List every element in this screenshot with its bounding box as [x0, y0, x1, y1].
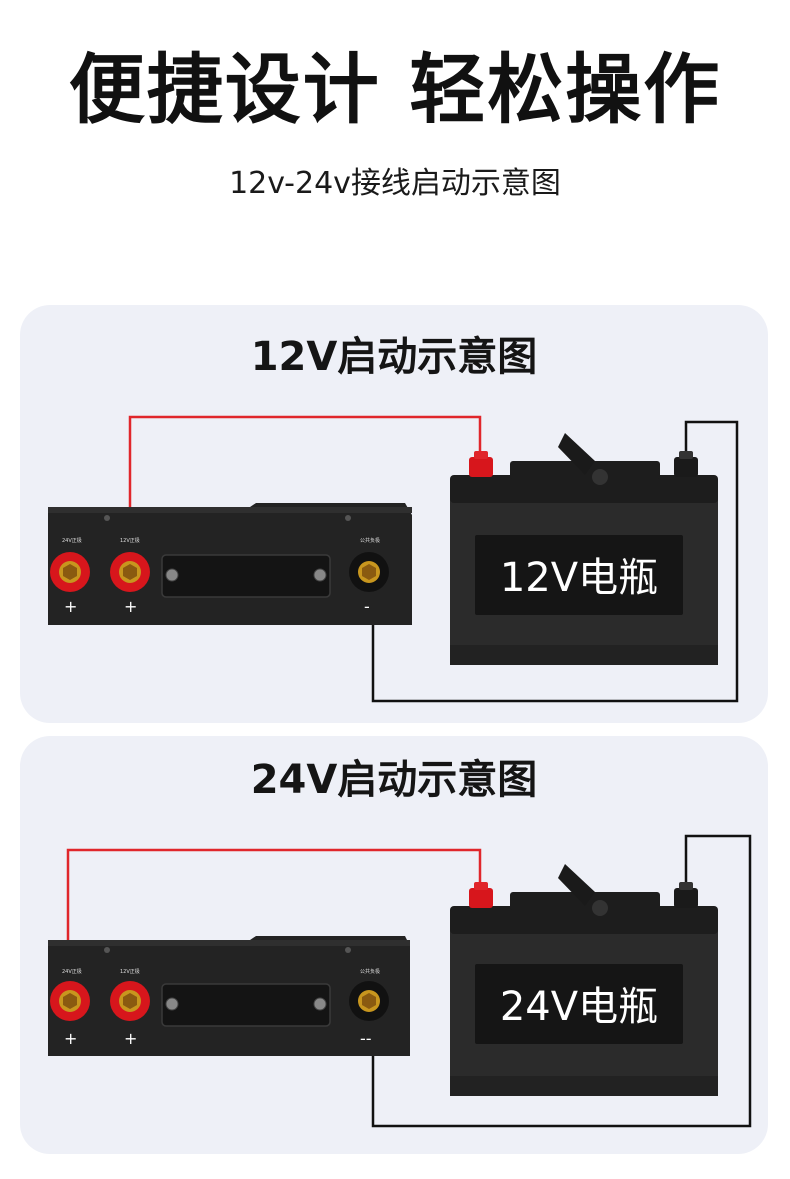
page-subtitle: 12v-24v接线启动示意图	[229, 166, 561, 201]
sign-common: -	[364, 597, 370, 616]
battery-label: 12V电瓶	[500, 555, 658, 601]
terminal-12v	[110, 981, 150, 1021]
terminal-common-label: 公共负极	[360, 968, 380, 975]
positive-wire	[128, 415, 482, 567]
terminal-common-label: 公共负极	[360, 537, 380, 544]
negative-wire	[371, 834, 752, 1128]
page-title: 便捷设计 轻松操作	[68, 45, 722, 134]
wiring-diagram-24v: 24V正极 12V正极 公共负极 + + --	[48, 834, 752, 1128]
sign-24v: +	[64, 1029, 77, 1048]
terminal-24v-label: 24V正极	[62, 968, 82, 975]
car-battery: 12V电瓶	[450, 433, 718, 665]
car-battery: 24V电瓶	[450, 864, 718, 1096]
terminal-24v	[50, 552, 90, 592]
terminal-12v-label: 12V正极	[120, 537, 140, 544]
terminal-24v	[50, 981, 90, 1021]
battery-label: 24V电瓶	[500, 984, 658, 1030]
panel-title: 12V启动示意图	[250, 334, 538, 380]
negative-wire	[371, 420, 739, 703]
terminal-common	[349, 552, 389, 592]
battery-positive-post	[469, 457, 493, 477]
terminal-12v-label: 12V正极	[120, 968, 140, 975]
jump-starter-device: 24V正极 12V正极 公共负极 + + --	[48, 936, 410, 1056]
battery-negative-post	[674, 457, 698, 477]
panel-title: 24V启动示意图	[250, 757, 538, 803]
diagram-panel-12v: 12V启动示意图 24V正极 12V正极 公共负极	[20, 305, 768, 723]
battery-negative-post	[674, 888, 698, 908]
device-handle	[161, 983, 331, 1027]
sign-12v: +	[124, 1029, 137, 1048]
positive-wire	[66, 848, 482, 998]
terminal-24v-label: 24V正极	[62, 537, 82, 544]
sign-12v: +	[124, 597, 137, 616]
diagram-panel-24v: 24V启动示意图 24V正极 12V正极 公共负极	[20, 736, 768, 1154]
terminal-common	[349, 981, 389, 1021]
battery-positive-post	[469, 888, 493, 908]
terminal-12v	[110, 552, 150, 592]
jump-starter-device: 24V正极 12V正极 公共负极	[48, 503, 412, 625]
sign-24v: +	[64, 597, 77, 616]
wiring-diagram-12v: 24V正极 12V正极 公共负极	[48, 415, 739, 703]
sign-common: --	[360, 1029, 372, 1048]
device-handle	[161, 554, 331, 598]
